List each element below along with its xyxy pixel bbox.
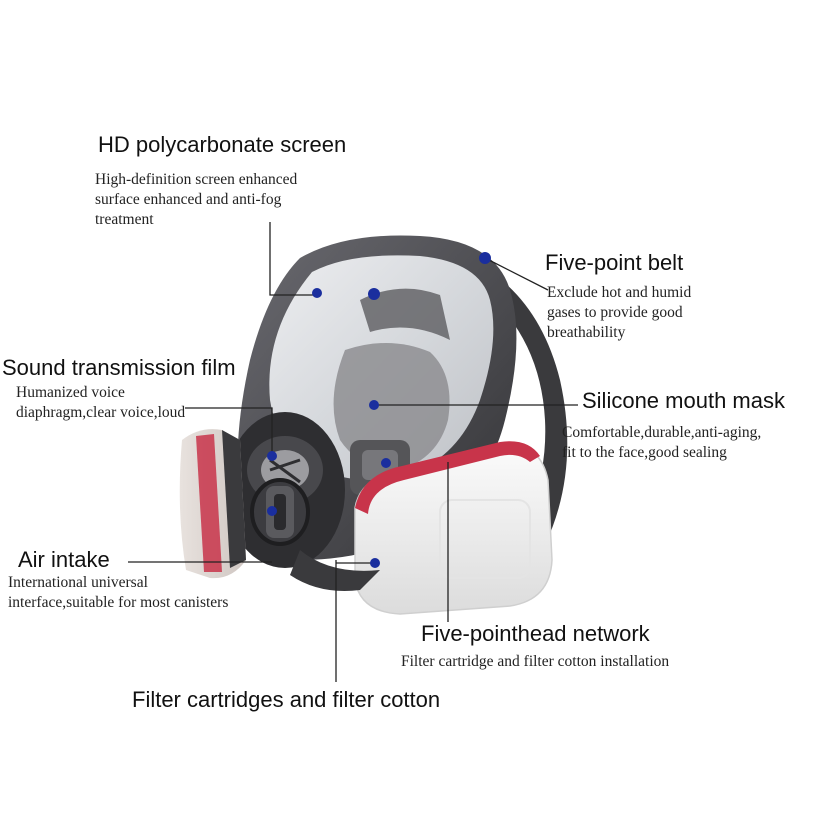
label-mouth-title: Silicone mouth mask — [582, 388, 785, 413]
label-network-title: Five-pointhead network — [421, 621, 650, 646]
label-film-desc-2: diaphragm,clear voice,loud — [16, 404, 186, 421]
label-belt-desc-1: Exclude hot and humid — [547, 284, 692, 301]
label-belt-desc-2: gases to provide good — [547, 304, 683, 321]
label-mouth-desc-1: Comfortable,durable,anti-aging, — [562, 424, 762, 441]
label-belt-title: Five-point belt — [545, 250, 684, 275]
label-screen-desc-3: treatment — [95, 211, 154, 228]
label-network-desc-1: Filter cartridge and filter cotton insta… — [401, 653, 670, 670]
leader-film — [185, 407, 273, 452]
label-screen-title: HD polycarbonate screen — [98, 132, 347, 157]
label-screen-desc-2: surface enhanced and anti-fog — [95, 191, 282, 208]
marker-film — [267, 451, 277, 461]
inner-mouth-mask — [333, 342, 450, 470]
marker-belt — [479, 252, 491, 264]
label-intake-desc-1: International universal — [8, 574, 148, 591]
label-cartridges-title: Filter cartridges and filter cotton — [132, 687, 441, 712]
label-film-desc-1: Humanized voice — [16, 384, 125, 401]
marker-screen-2 — [368, 288, 380, 300]
label-belt-desc-3: breathability — [547, 324, 626, 341]
label-screen-desc-1: High-definition screen enhanced — [95, 171, 298, 188]
label-intake-title: Air intake — [18, 547, 110, 572]
marker-cartridges — [370, 558, 380, 568]
marker-intake — [267, 506, 277, 516]
leader-screen — [269, 222, 316, 296]
leader-belt — [484, 257, 549, 291]
marker-screen — [312, 288, 322, 298]
marker-mouth — [369, 400, 379, 410]
label-intake-desc-2: interface,suitable for most canisters — [8, 594, 229, 611]
label-mouth-desc-2: fit to the face,good sealing — [562, 444, 727, 461]
marker-valve — [381, 458, 391, 468]
label-film-title: Sound transmission film — [2, 355, 236, 380]
